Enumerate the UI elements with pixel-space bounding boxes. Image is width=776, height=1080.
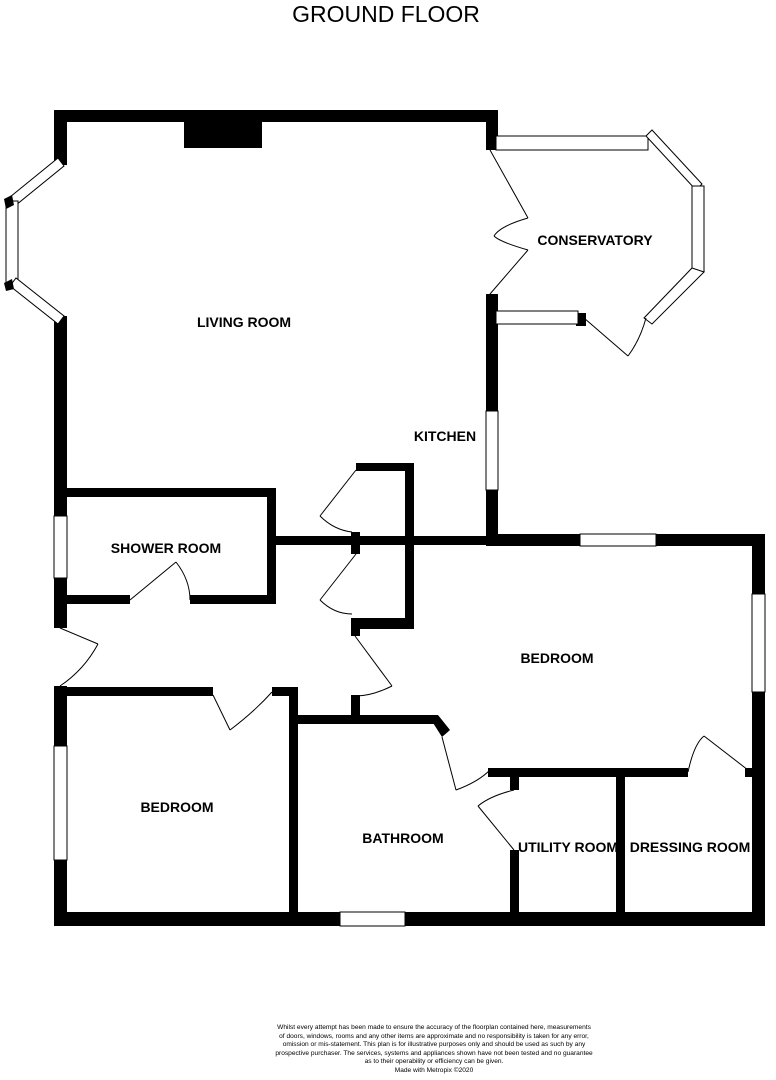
wall-utility-right [616, 772, 625, 920]
wall-bed2-bottom-right [745, 768, 757, 777]
wall-hall-stub [351, 695, 360, 717]
disclaimer-line: of doors, windows, rooms and any other i… [279, 1032, 589, 1040]
wall-left-top [54, 110, 67, 165]
disclaimer: Whilst every attempt has been made to en… [236, 1024, 632, 1076]
wall-cupboard-top [356, 463, 414, 471]
wall-bottom-left [54, 912, 340, 926]
fireplace [184, 122, 262, 148]
wall-left-bed-top [54, 686, 67, 746]
wall-left-mid [54, 316, 67, 518]
wall-bed2-bottom [488, 768, 688, 777]
wall-bedroom-top-right [656, 534, 765, 546]
walls [54, 110, 765, 926]
wall-utility-left [510, 850, 519, 920]
label-dressing-room: DRESSING ROOM [630, 839, 751, 855]
conservatory-jamb [576, 313, 586, 326]
door-utility [477, 789, 515, 851]
door-entrance [59, 627, 99, 687]
wall-left-bed-bottom [54, 860, 67, 926]
wall-kitchen-bottom [486, 490, 498, 546]
wall-cupboard-right [405, 463, 414, 629]
window-conservatory-east [691, 185, 705, 273]
wall-utility-stub [510, 776, 519, 790]
wall-shower-right [267, 488, 276, 604]
wall-kitchen-mid [486, 294, 498, 412]
floor-title: GROUND FLOOR [292, 1, 480, 27]
disclaimer-line: prospective purchaser. The services, sys… [275, 1049, 593, 1057]
wall-right-bottom [752, 692, 765, 926]
credit-text: Made with Metropix ©2020 [394, 1066, 474, 1074]
wall-bath-corner [428, 715, 450, 737]
bay-joint-bottom [4, 279, 14, 291]
door-cupboard-lower [319, 553, 357, 615]
door-bathroom [441, 736, 491, 791]
window-conservatory-se [643, 267, 705, 325]
disclaimer-line: omission or mis-statement. This plan is … [282, 1041, 586, 1049]
wall-kitchen-top [486, 110, 498, 150]
window-bedroom-left [53, 745, 68, 861]
door-conservatory-lower [489, 235, 529, 295]
door-cupboard-upper [319, 469, 357, 533]
label-bedroom-left: BEDROOM [140, 799, 213, 815]
door-bedroom-left [212, 691, 273, 731]
window-conservatory-top [495, 135, 649, 151]
disclaimer-line: as to their operability or efficiency ca… [364, 1058, 504, 1066]
doors [59, 149, 749, 851]
door-conservatory-exterior [583, 317, 647, 357]
label-living-room: LIVING ROOM [197, 314, 291, 330]
wall-bottom-right [405, 912, 765, 926]
label-bathroom: BATHROOM [362, 830, 443, 846]
wall-right-top [752, 534, 765, 594]
bay-joint-top [4, 195, 14, 209]
window-bay-lower [9, 277, 65, 325]
wall-bed1-right [289, 687, 298, 926]
wall-corridor-top [272, 536, 492, 545]
wall-cupboard-jamb [351, 618, 360, 636]
door-dressing-room [687, 735, 749, 773]
window-bathroom [339, 911, 406, 927]
window-bedroom-top [579, 533, 657, 547]
wall-top [54, 110, 498, 122]
wall-bed1-top-left [60, 687, 213, 696]
door-shower-room [129, 561, 191, 601]
window-bedroom-right [751, 593, 766, 693]
wall-shower-bottom-left [60, 595, 130, 604]
window-bay-front [5, 200, 19, 284]
disclaimer-line: Whilst every attempt has been made to en… [277, 1024, 591, 1031]
label-kitchen: KITCHEN [414, 428, 476, 444]
label-utility-room: UTILITY ROOM [518, 839, 618, 855]
wall-bath-top [296, 715, 434, 724]
label-conservatory: CONSERVATORY [537, 232, 653, 248]
wall-shower-top [60, 488, 276, 497]
window-bay-upper [9, 157, 65, 206]
wall-cupboard-divider [351, 532, 360, 554]
door-conservatory-upper [489, 149, 529, 237]
door-bedroom-right [354, 635, 393, 697]
wall-bed1-top-right [272, 687, 298, 696]
label-shower-room: SHOWER ROOM [111, 540, 221, 556]
window-kitchen [485, 410, 499, 491]
label-bedroom-right: BEDROOM [520, 650, 593, 666]
window-conservatory-bottom [495, 310, 579, 325]
windows [4, 129, 766, 927]
wall-cupboard-bottom [356, 618, 414, 629]
wall-shower-bottom-right [190, 595, 276, 604]
wall-bedroom-top-left [486, 534, 580, 546]
window-shower [53, 515, 68, 579]
window-conservatory-ne [645, 129, 703, 191]
